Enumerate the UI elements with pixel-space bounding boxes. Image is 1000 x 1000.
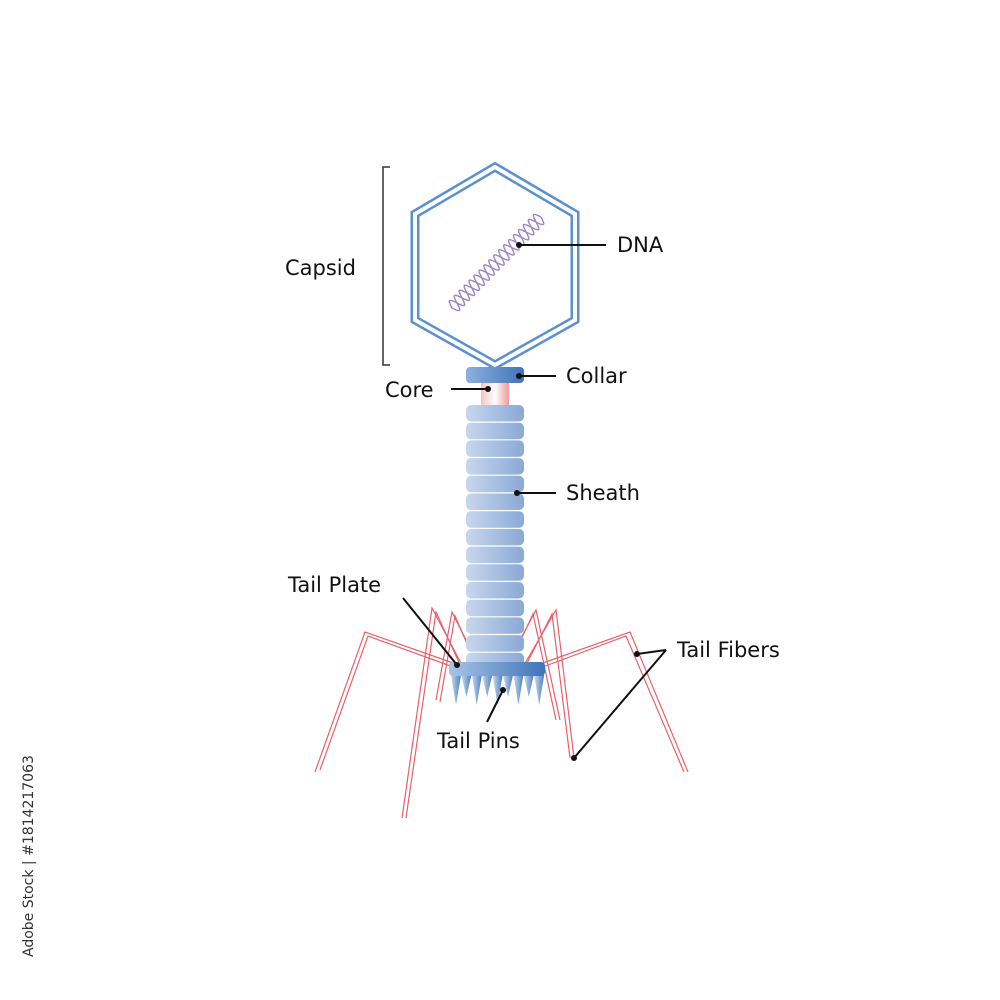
label-tail-plate: Tail Plate xyxy=(287,573,381,597)
tail-pins xyxy=(451,675,545,705)
stock-id: Adobe Stock | #1814217063 xyxy=(21,755,37,957)
sheath-segment xyxy=(466,475,524,493)
tail-pin xyxy=(461,675,472,697)
tail-plate xyxy=(449,662,545,676)
capsid-bracket xyxy=(382,166,390,366)
tail-pin xyxy=(513,675,524,705)
label-tail-pins: Tail Pins xyxy=(436,729,520,753)
core xyxy=(481,383,509,405)
tail-pin xyxy=(451,675,461,705)
tail-pin xyxy=(534,675,545,705)
capsid xyxy=(410,161,580,371)
tail-fibers xyxy=(314,606,689,819)
label-capsid: Capsid xyxy=(285,256,356,280)
label-dna: DNA xyxy=(617,233,664,257)
tail-pin xyxy=(482,675,493,697)
sheath-segment xyxy=(466,422,524,440)
tail-pin xyxy=(523,675,534,697)
sheath-segment xyxy=(466,564,524,581)
sheath-segment xyxy=(466,599,524,617)
sheath-segment xyxy=(466,511,524,528)
tail-pin xyxy=(503,675,513,697)
sheath xyxy=(466,405,524,670)
dna-helix xyxy=(448,213,545,312)
leader-lines xyxy=(402,242,667,761)
sheath-segment xyxy=(466,617,524,634)
dna-strand xyxy=(448,216,545,309)
sheath-segment xyxy=(466,528,524,546)
label-core: Core xyxy=(385,378,434,402)
sheath-segment xyxy=(466,405,524,422)
label-collar: Collar xyxy=(566,364,627,388)
sheath-segment xyxy=(466,582,524,599)
sheath-segment xyxy=(466,458,524,475)
label-sheath: Sheath xyxy=(566,481,640,505)
sheath-segment xyxy=(466,440,524,457)
sheath-segment xyxy=(466,546,524,564)
tail-pin xyxy=(492,675,503,705)
sheath-segment xyxy=(466,635,524,652)
tail-pin xyxy=(471,675,482,705)
collar xyxy=(466,367,524,383)
sheath-segment xyxy=(466,493,524,510)
label-tail-fibers: Tail Fibers xyxy=(676,638,780,662)
